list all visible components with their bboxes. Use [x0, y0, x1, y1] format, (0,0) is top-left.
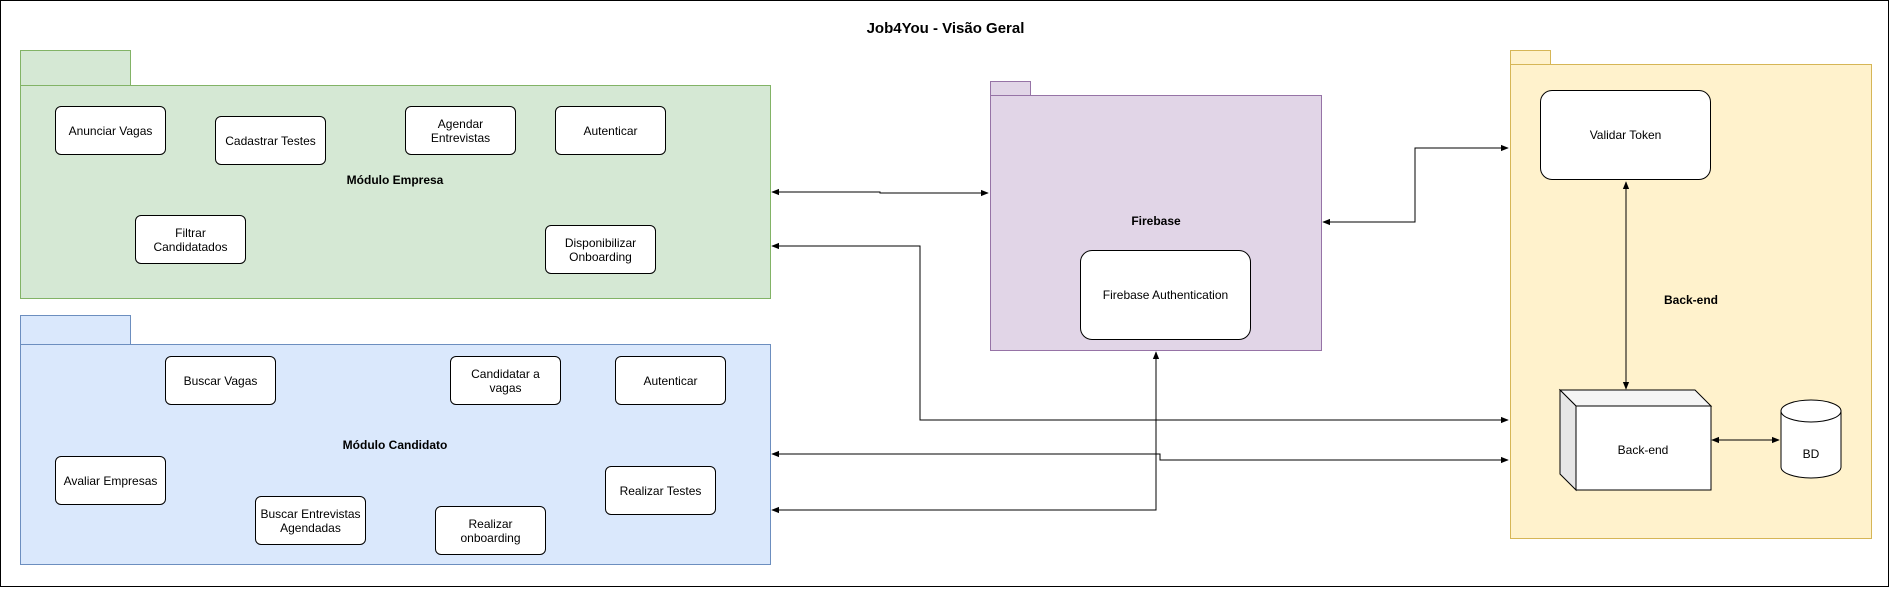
node-filtrar-candidatados[interactable]: Filtrar Candidatados — [135, 215, 246, 264]
node-backend-server[interactable]: Back-end — [1558, 388, 1713, 492]
arrow-empresa-backend — [771, 242, 1509, 424]
node-database[interactable]: BD — [1780, 399, 1842, 479]
node-validar-token[interactable]: Validar Token — [1540, 90, 1711, 180]
node-buscar-entrevistas[interactable]: Buscar Entrevistas Agendadas — [255, 496, 366, 545]
node-candidatar-vagas[interactable]: Candidatar a vagas — [450, 356, 561, 405]
diagram-title: Job4You - Visão Geral — [866, 20, 1025, 37]
node-autenticar-empresa[interactable]: Autenticar — [555, 106, 666, 155]
arrow-candidato-backend — [771, 450, 1509, 464]
node-agendar-entrevistas[interactable]: Agendar Entrevistas — [405, 106, 516, 155]
empresa-package-label: Módulo Empresa — [346, 173, 444, 187]
node-buscar-vagas[interactable]: Buscar Vagas — [165, 356, 276, 405]
backend-server-label: Back-end — [1618, 443, 1669, 457]
node-autenticar-candidato[interactable]: Autenticar — [615, 356, 726, 405]
backend-package-label: Back-end — [1663, 293, 1719, 307]
node-avaliar-empresas[interactable]: Avaliar Empresas — [55, 456, 166, 505]
arrow-firebase-backend — [1322, 144, 1509, 226]
arrow-empresa-firebase — [771, 188, 989, 197]
node-realizar-testes[interactable]: Realizar Testes — [605, 466, 716, 515]
arrow-candidato-firebase-auth — [771, 351, 1160, 514]
database-label: BD — [1803, 447, 1820, 461]
candidato-package-label: Módulo Candidato — [342, 438, 448, 452]
node-cadastrar-testes[interactable]: Cadastrar Testes — [215, 116, 326, 165]
firebase-package-label: Firebase — [1131, 214, 1181, 228]
candidato-package-tab — [20, 315, 131, 345]
node-anunciar-vagas[interactable]: Anunciar Vagas — [55, 106, 166, 155]
node-disponibilizar-onboarding[interactable]: Disponibilizar Onboarding — [545, 225, 656, 274]
empresa-package-tab — [20, 50, 131, 86]
node-realizar-onboarding[interactable]: Realizar onboarding — [435, 506, 546, 555]
